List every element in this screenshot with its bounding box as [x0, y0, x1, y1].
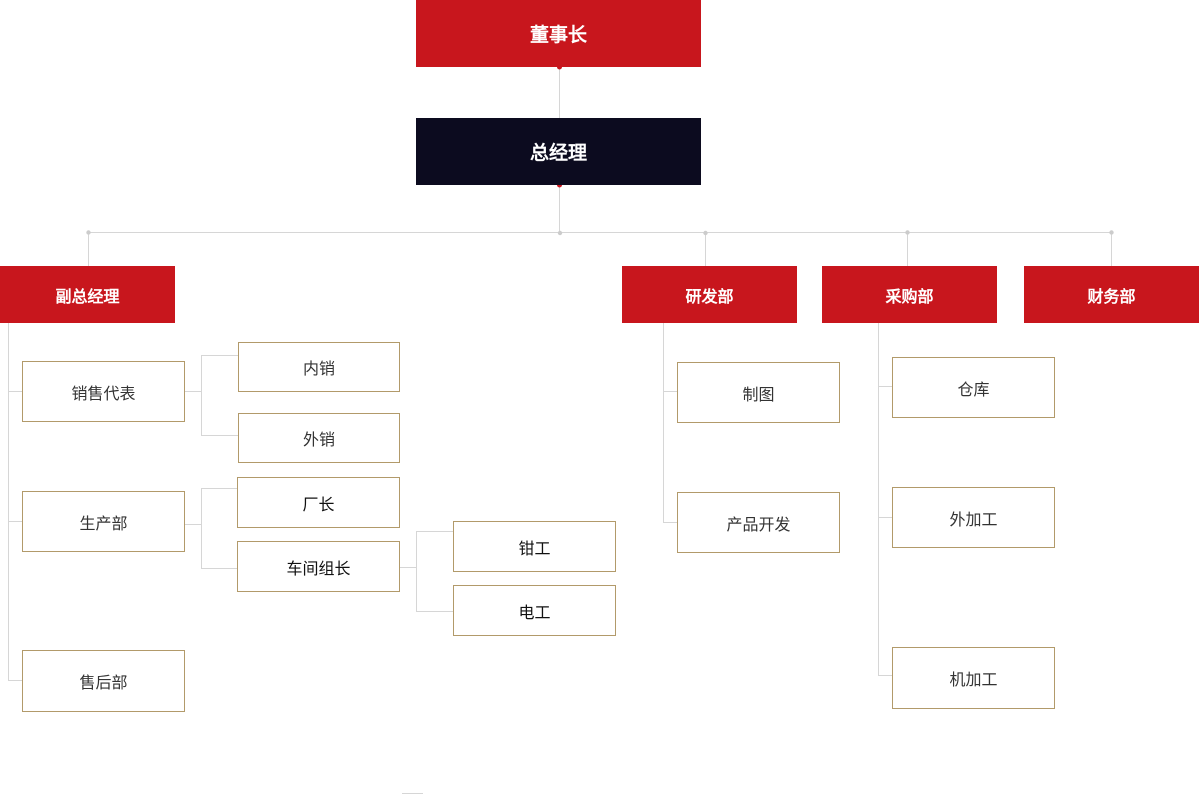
factory-director-box: 厂长 [237, 477, 400, 528]
purchasing-department-box: 采购部 [822, 266, 997, 323]
fitter-box: 钳工 [453, 521, 616, 572]
product-development-box: 产品开发 [677, 492, 840, 553]
vice-gm-box: 副总经理 [0, 266, 175, 323]
general-manager-box: 总经理 [416, 118, 701, 185]
drafting-box: 制图 [677, 362, 840, 423]
export-sales-box: 外销 [238, 413, 400, 463]
machining-box: 机加工 [892, 647, 1055, 709]
chairman-box: 董事长 [416, 0, 701, 67]
rd-department-box: 研发部 [622, 266, 797, 323]
workshop-leader-box: 车间组长 [237, 541, 400, 592]
warehouse-box: 仓库 [892, 357, 1055, 418]
production-department-box: 生产部 [22, 491, 185, 552]
sales-rep-box: 销售代表 [22, 361, 185, 422]
finance-department-box: 财务部 [1024, 266, 1199, 323]
electrician-box: 电工 [453, 585, 616, 636]
outsourced-processing-box: 外加工 [892, 487, 1055, 548]
after-sales-box: 售后部 [22, 650, 185, 712]
domestic-sales-box: 内销 [238, 342, 400, 392]
